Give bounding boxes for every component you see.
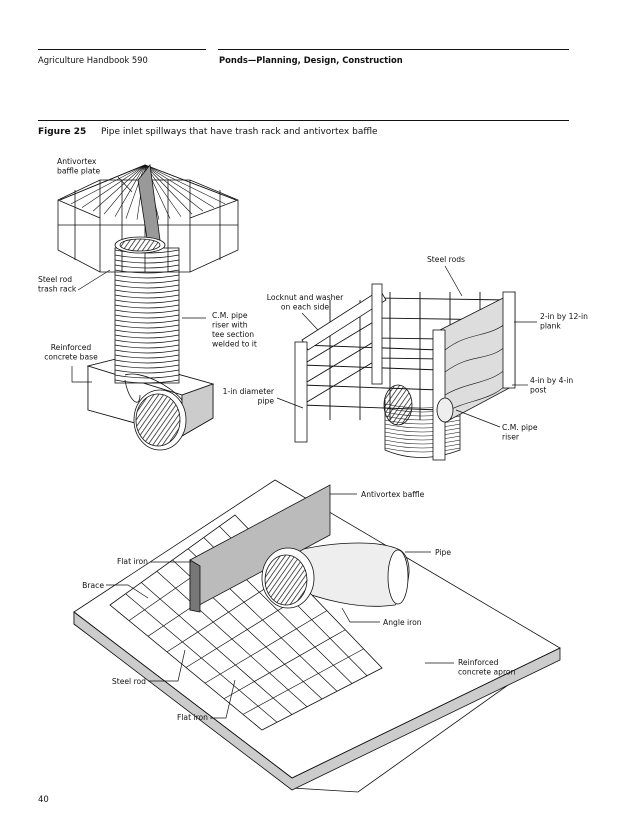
figure-number: Figure 25 [38,127,87,137]
riser-with-baffle-plate-drawing [57,164,239,451]
label-brace: Brace [82,581,104,590]
running-header-right: Ponds—Planning, Design, Construction [219,55,403,65]
leaders-drawing-3 [106,493,454,719]
figure-caption: Pipe inlet spillways that have trash rac… [101,127,378,137]
running-header-left: Agriculture Handbook 590 [38,55,148,65]
page-number: 40 [38,795,49,805]
label-steel-rods: Steel rods [427,255,465,264]
label-pipe: Pipe [435,548,451,557]
header-rule-left [38,49,206,50]
label-flat-iron-bottom: Flat iron [177,713,208,722]
apron-baffle-drawing [73,479,561,793]
label-flat-iron-top: Flat iron [117,557,148,566]
label-antivortex-baffle: Antivortex baffle [361,490,425,499]
timber-rack-drawing [294,283,516,461]
figure-rule [38,120,569,121]
leaders-drawing-1 [71,176,206,383]
label-steel-rod: Steel rod [112,677,146,686]
label-angle-iron: Angle iron [383,618,422,627]
header-rule-right [218,49,569,50]
leaders-drawing-2 [276,265,537,428]
